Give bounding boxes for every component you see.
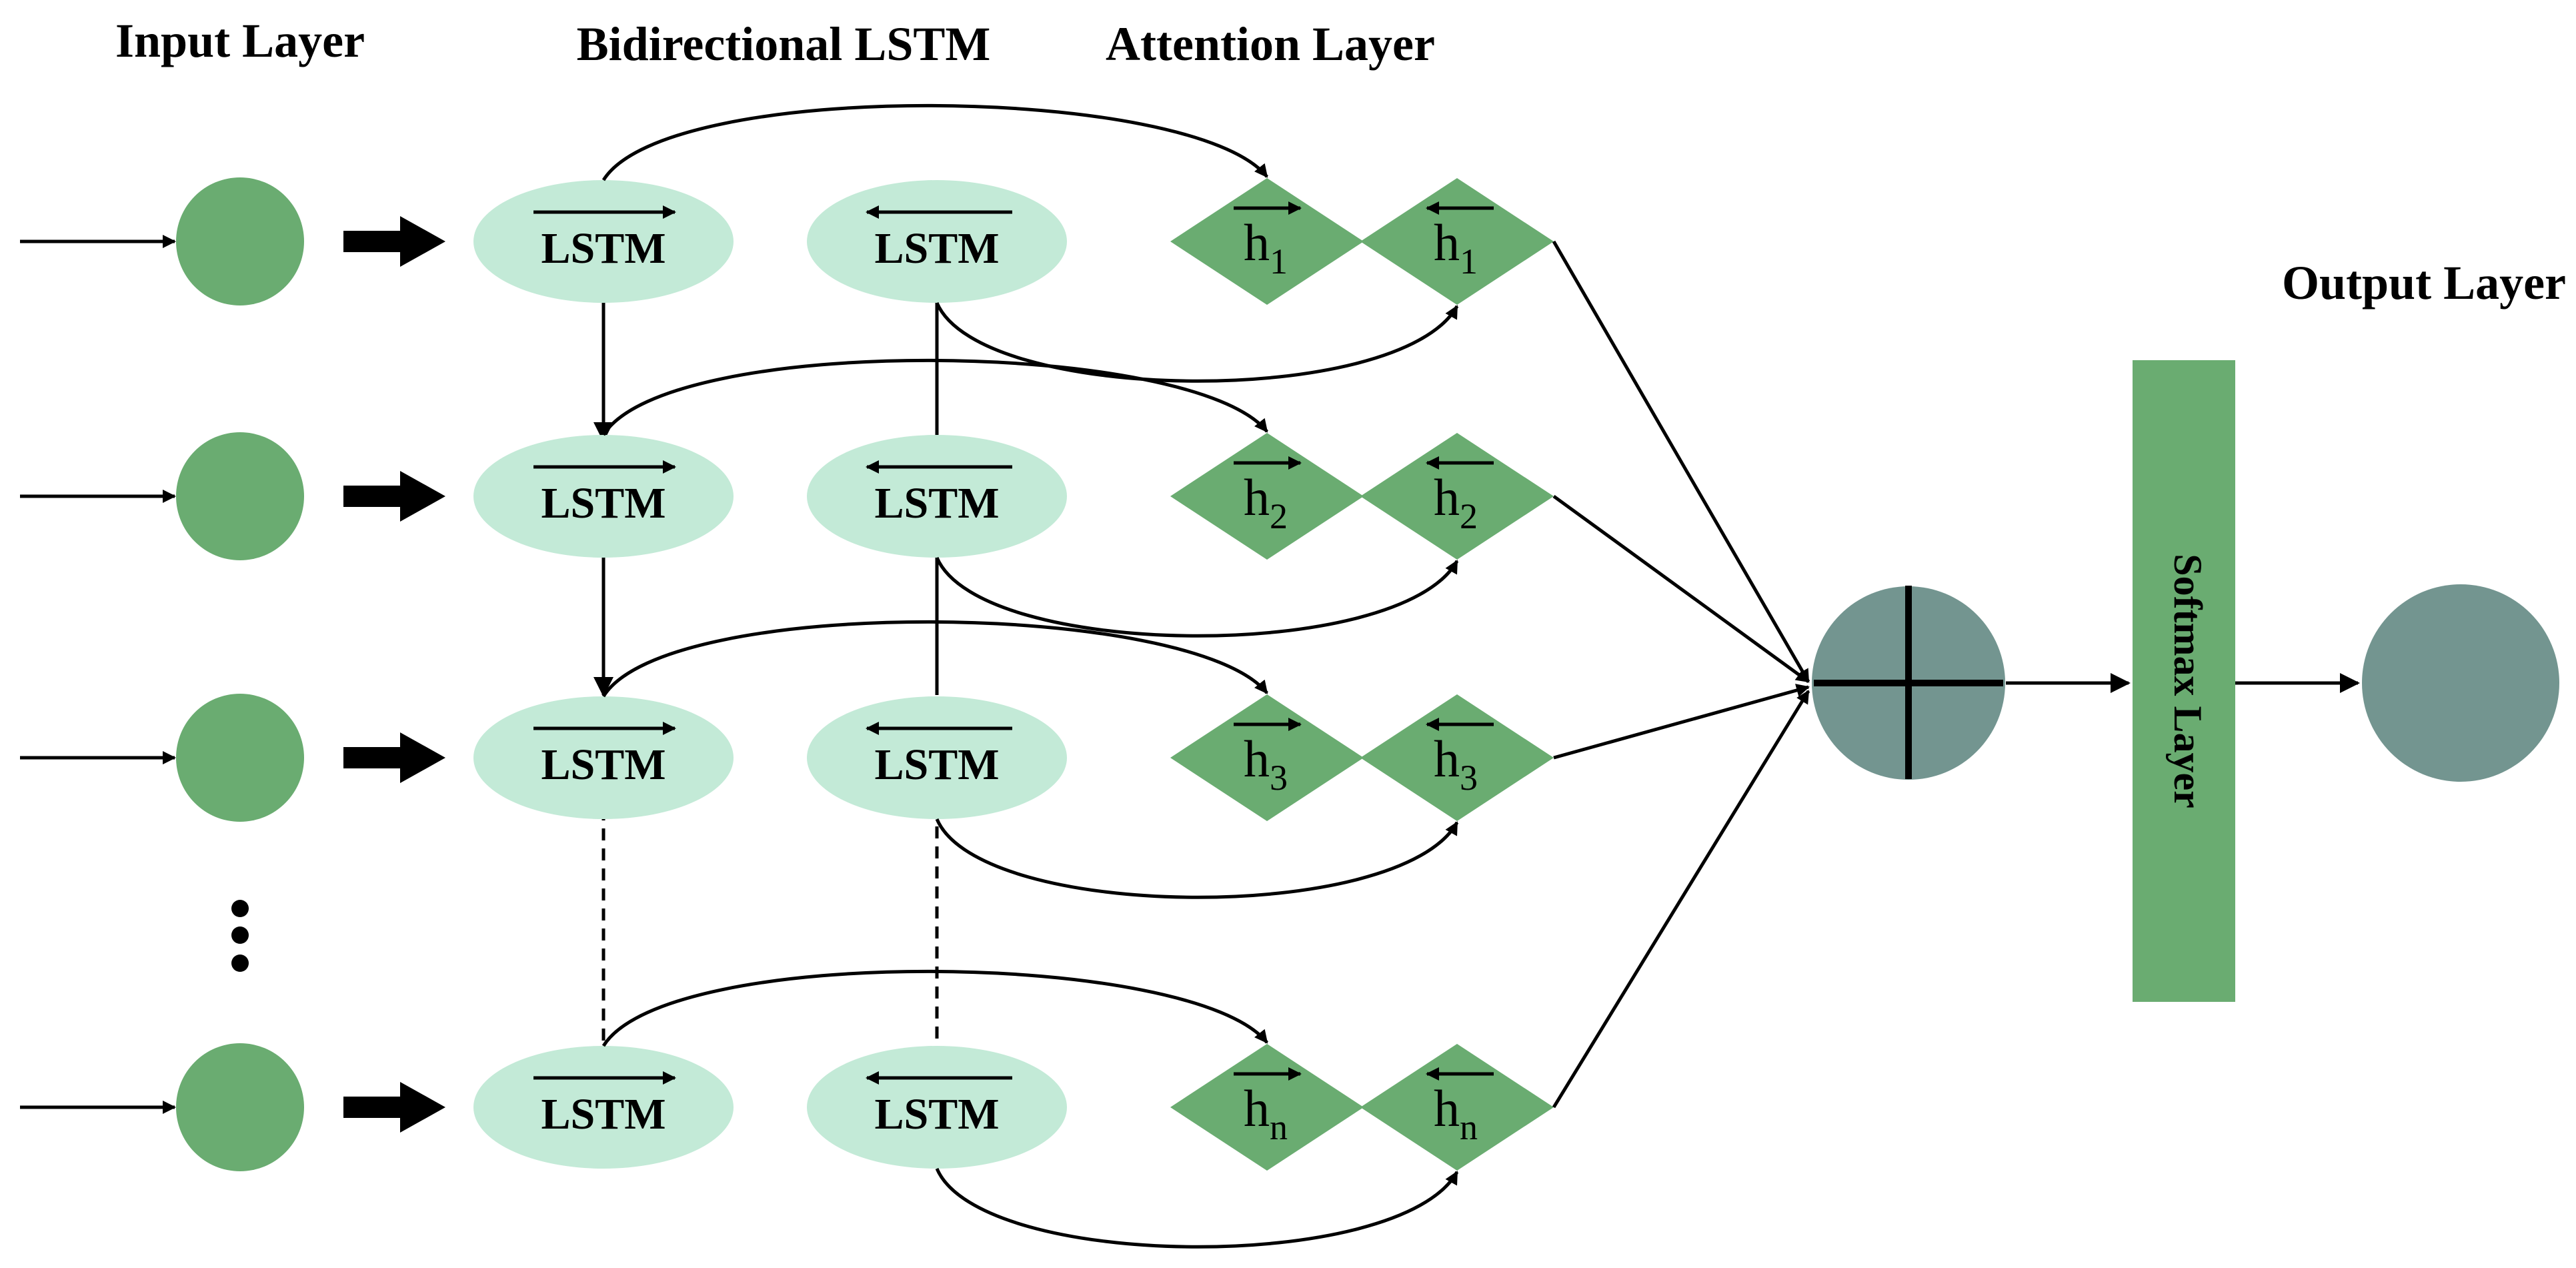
link-h2-sum bbox=[1552, 494, 1810, 684]
lstm-label: LSTM bbox=[874, 1090, 999, 1139]
lstm-label: LSTM bbox=[541, 740, 666, 789]
backward-lstm-n: LSTM bbox=[807, 1046, 1067, 1169]
forward-hidden-n: hn bbox=[1170, 1044, 1364, 1171]
backward-hidden-diamond bbox=[1360, 1044, 1554, 1171]
backward-hidden-1: h1 bbox=[1360, 178, 1554, 305]
forward-hidden-3: h3 bbox=[1170, 694, 1364, 821]
forward-hidden-label: h2 bbox=[1244, 468, 1288, 536]
forward-lstm-3: LSTM bbox=[473, 696, 734, 819]
subscript: n bbox=[1460, 1107, 1478, 1147]
forward-lstm-1: LSTM bbox=[473, 180, 734, 303]
backward-hidden-2: h2 bbox=[1360, 433, 1554, 560]
output-layer-header: Output Layer bbox=[2282, 256, 2566, 309]
forward-lstm-n: LSTM bbox=[473, 1046, 734, 1169]
forward-hidden-label: hn bbox=[1244, 1079, 1288, 1147]
thick-arrow bbox=[343, 1082, 445, 1133]
backward-hidden-label: h2 bbox=[1434, 468, 1478, 536]
subscript: 3 bbox=[1460, 758, 1478, 798]
forward-to-hidden-curve bbox=[601, 103, 1268, 181]
backward-lstm-1: LSTM bbox=[807, 180, 1067, 303]
input-node-n bbox=[176, 1043, 304, 1171]
forward-hidden-label: h1 bbox=[1244, 213, 1288, 281]
h-letter: h bbox=[1244, 1079, 1270, 1137]
subscript: 2 bbox=[1460, 496, 1478, 536]
backward-to-hidden-curve bbox=[935, 302, 1459, 383]
backward-to-hidden-curve bbox=[935, 557, 1459, 638]
h-letter: h bbox=[1244, 468, 1270, 526]
softmax-bar bbox=[2133, 360, 2235, 1002]
link-h1-sum bbox=[1552, 240, 1810, 683]
backward-hidden-3: h3 bbox=[1360, 694, 1554, 821]
thick-arrow bbox=[343, 732, 445, 783]
h-letter: h bbox=[1434, 468, 1460, 526]
ellipsis-dots bbox=[231, 900, 249, 972]
output-node bbox=[2362, 584, 2559, 782]
attention-to-sum-links bbox=[1552, 240, 1810, 1109]
attention-layer-header: Attention Layer bbox=[1106, 17, 1435, 71]
backward-to-hidden-curve bbox=[935, 818, 1459, 899]
lstm-label: LSTM bbox=[541, 224, 666, 273]
forward-hidden-diamond bbox=[1170, 1044, 1364, 1171]
lstm-label: LSTM bbox=[874, 740, 999, 789]
input-node-3 bbox=[176, 694, 304, 822]
backward-hidden-diamond bbox=[1360, 433, 1554, 560]
backward-hidden-label: hn bbox=[1434, 1079, 1478, 1147]
link-hn-sum bbox=[1552, 690, 1810, 1109]
subscript: 1 bbox=[1270, 241, 1288, 281]
forward-hidden-2: h2 bbox=[1170, 433, 1364, 560]
lstm-label: LSTM bbox=[541, 479, 666, 528]
lstm-label: LSTM bbox=[874, 224, 999, 273]
forward-hidden-diamond bbox=[1170, 178, 1364, 305]
backward-hidden-n: hn bbox=[1360, 1044, 1554, 1171]
summation-node bbox=[1812, 586, 2005, 780]
input-node-2 bbox=[176, 432, 304, 560]
lstm-label: LSTM bbox=[541, 1090, 666, 1139]
softmax-label: Softmax Layer bbox=[2166, 554, 2210, 808]
backward-lstm-3: LSTM bbox=[807, 696, 1067, 819]
input-layer-header: Input Layer bbox=[115, 14, 365, 67]
thick-arrow bbox=[343, 216, 445, 267]
forward-hidden-1: h1 bbox=[1170, 178, 1364, 305]
input-node-1 bbox=[176, 177, 304, 305]
softmax-layer: Softmax Layer bbox=[2133, 360, 2235, 1002]
ellipsis-dot bbox=[231, 900, 249, 917]
forward-to-hidden-curve bbox=[601, 358, 1268, 436]
h-letter: h bbox=[1244, 213, 1270, 271]
forward-to-hidden-curve bbox=[601, 620, 1268, 698]
backward-hidden-label: h3 bbox=[1434, 730, 1478, 798]
forward-hidden-diamond bbox=[1170, 433, 1364, 560]
lstm-label: LSTM bbox=[874, 479, 999, 528]
backward-hidden-label: h1 bbox=[1434, 213, 1478, 281]
backward-hidden-diamond bbox=[1360, 694, 1554, 821]
backward-to-hidden-curve bbox=[935, 1168, 1459, 1249]
ellipsis-dot bbox=[231, 955, 249, 972]
subscript: n bbox=[1270, 1107, 1288, 1147]
h-letter: h bbox=[1434, 1079, 1460, 1137]
backward-lstm-2: LSTM bbox=[807, 435, 1067, 558]
forward-hidden-diamond bbox=[1170, 694, 1364, 821]
forward-lstm-2: LSTM bbox=[473, 435, 734, 558]
backward-hidden-diamond bbox=[1360, 178, 1554, 305]
subscript: 2 bbox=[1270, 496, 1288, 536]
link-h3-sum bbox=[1553, 684, 1810, 760]
h-letter: h bbox=[1434, 213, 1460, 271]
h-letter: h bbox=[1434, 730, 1460, 788]
subscript: 1 bbox=[1460, 241, 1478, 281]
thick-arrow bbox=[343, 471, 445, 522]
h-letter: h bbox=[1244, 730, 1270, 788]
forward-to-hidden-curve bbox=[601, 969, 1268, 1047]
forward-hidden-label: h3 bbox=[1244, 730, 1288, 798]
bilstm-header: Bidirectional LSTM bbox=[577, 17, 991, 71]
subscript: 3 bbox=[1270, 758, 1288, 798]
ellipsis-dot bbox=[231, 926, 249, 944]
